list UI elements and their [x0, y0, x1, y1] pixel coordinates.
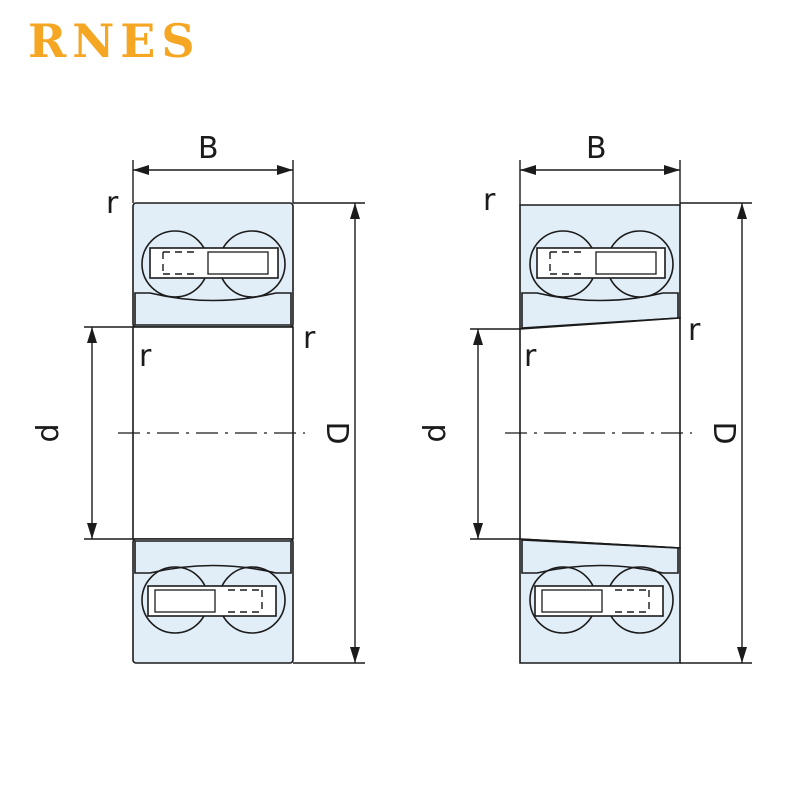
- dimension-outer-diameter: D: [680, 202, 752, 664]
- radius-label: r: [688, 313, 701, 348]
- radius-label: r: [106, 186, 119, 221]
- dimension-bore-diameter: d: [418, 328, 520, 540]
- dimension-outer-diameter: D: [293, 202, 365, 664]
- dimension-width: B: [132, 131, 294, 203]
- radius-label: r: [139, 339, 152, 374]
- width-label: B: [586, 131, 607, 166]
- upper-ring-section: [519, 204, 681, 330]
- cage: [147, 585, 277, 617]
- radius-label: r: [524, 339, 537, 374]
- bearing-view-cylindrical: B D d r r r: [31, 131, 365, 664]
- bore-diameter-label: d: [31, 423, 66, 442]
- dimension-bore-diameter: d: [31, 326, 133, 540]
- bearing-view-tapered: B D d r r r: [418, 131, 752, 664]
- brand-logo: RNES: [28, 14, 201, 68]
- radius-label: r: [303, 321, 316, 356]
- dimension-width: B: [519, 131, 681, 205]
- cage: [149, 247, 279, 279]
- lower-ring-section: [519, 538, 681, 664]
- cage: [536, 247, 666, 279]
- radius-label: r: [483, 183, 496, 218]
- upper-ring-section: [132, 202, 294, 328]
- bore-diameter-label: d: [418, 423, 453, 442]
- outer-diameter-label: D: [706, 421, 741, 444]
- width-label: B: [198, 131, 219, 166]
- lower-ring-section: [132, 538, 294, 664]
- outer-diameter-label: D: [319, 421, 354, 444]
- cage: [534, 585, 664, 617]
